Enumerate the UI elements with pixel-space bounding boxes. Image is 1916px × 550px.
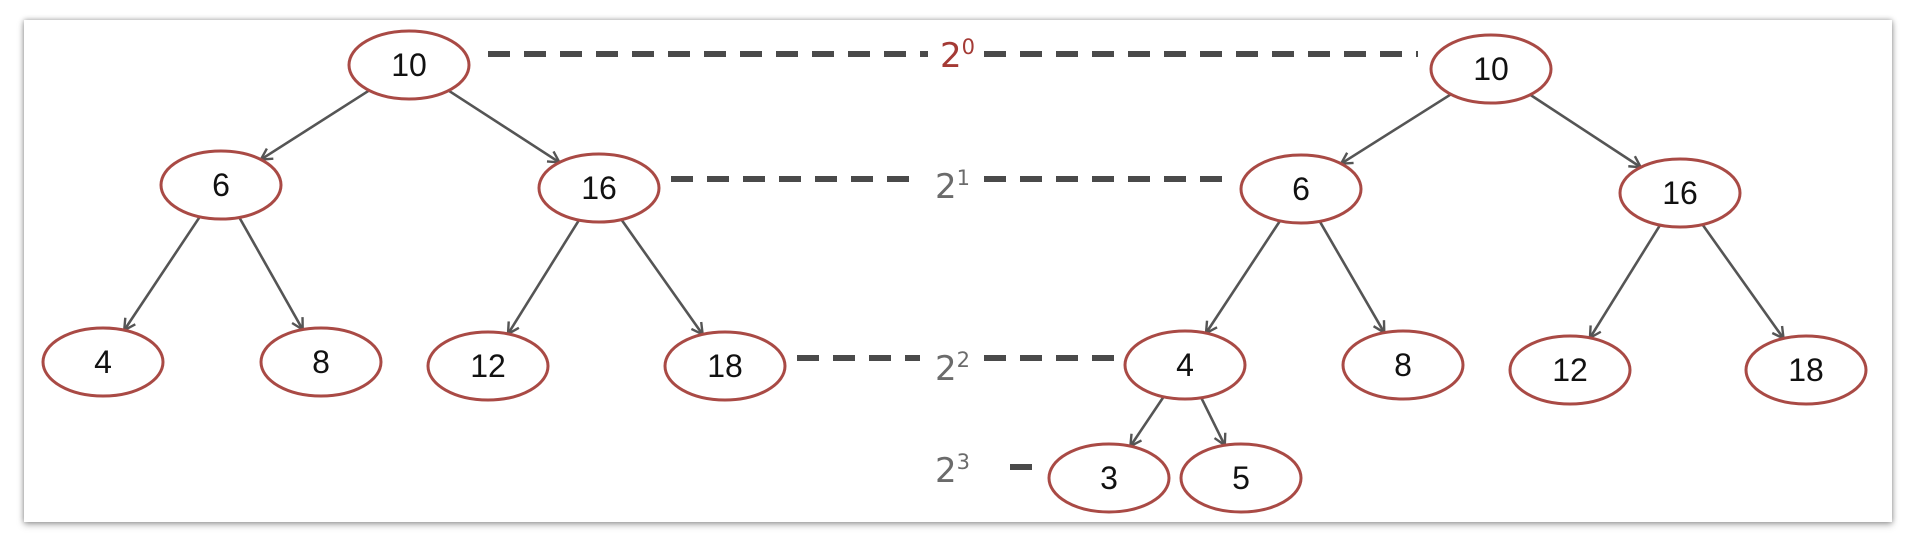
tree-edges — [122, 89, 1786, 449]
level-label-3: 23 — [935, 450, 970, 491]
tree-node-a16: 16 — [537, 152, 661, 224]
edge-a6-a4 — [122, 216, 201, 333]
node-value: 18 — [707, 348, 743, 384]
tree-node-a18: 18 — [663, 330, 787, 402]
level-exponent: 2 — [957, 348, 970, 372]
node-ellipse — [259, 326, 383, 398]
node-value: 12 — [1552, 352, 1588, 388]
node-ellipse — [426, 330, 550, 402]
node-ellipse — [1047, 442, 1171, 514]
level-label-0: 20 — [940, 35, 975, 76]
node-ellipse — [1508, 334, 1632, 406]
level-base: 2 — [940, 36, 962, 76]
tree-node-a10: 10 — [347, 29, 471, 101]
node-value: 10 — [1473, 51, 1509, 87]
node-ellipse — [1239, 153, 1363, 225]
level-exponent: 3 — [957, 450, 970, 474]
node-value: 8 — [1394, 347, 1412, 383]
node-value: 3 — [1100, 460, 1118, 496]
node-value: 16 — [1662, 175, 1698, 211]
edge-a10-a16 — [447, 89, 562, 164]
tree-node-b3: 3 — [1047, 442, 1171, 514]
node-value: 5 — [1232, 460, 1250, 496]
node-ellipse — [347, 29, 471, 101]
tree-node-b10: 10 — [1429, 33, 1553, 105]
node-value: 4 — [1176, 347, 1194, 383]
tree-node-b4: 4 — [1123, 329, 1247, 401]
node-ellipse — [1179, 442, 1303, 514]
node-ellipse — [1123, 329, 1247, 401]
edge-b16-b18 — [1701, 223, 1786, 341]
tree-node-a12: 12 — [426, 330, 550, 402]
edge-b6-b8 — [1318, 220, 1386, 335]
tree-node-b12: 12 — [1508, 334, 1632, 406]
edge-b6-b4 — [1204, 220, 1282, 336]
tree-node-a6: 6 — [159, 149, 283, 221]
edge-b16-b12 — [1588, 224, 1662, 341]
node-value: 6 — [1292, 171, 1310, 207]
edge-b10-b6 — [1338, 93, 1452, 166]
node-ellipse — [1429, 33, 1553, 105]
edge-a10-a6 — [258, 89, 370, 161]
tree-node-a8: 8 — [259, 326, 383, 398]
node-ellipse — [537, 152, 661, 224]
node-ellipse — [41, 326, 165, 398]
diagram-card — [24, 20, 1892, 522]
level-exponent: 0 — [962, 35, 975, 59]
level-base: 2 — [935, 451, 957, 491]
tree-node-b6: 6 — [1239, 153, 1363, 225]
edge-b4-b5 — [1200, 397, 1227, 448]
node-value: 6 — [212, 167, 230, 203]
node-value: 8 — [312, 344, 330, 380]
tree-node-b18: 18 — [1744, 334, 1868, 406]
level-dashes — [488, 51, 1418, 470]
level-label-1: 21 — [935, 166, 970, 207]
node-value: 16 — [581, 170, 617, 206]
level-base: 2 — [935, 167, 957, 207]
node-ellipse — [663, 330, 787, 402]
node-ellipse — [1618, 157, 1742, 229]
node-ellipse — [1744, 334, 1868, 406]
edge-a16-a12 — [506, 219, 581, 337]
edge-a16-a18 — [620, 218, 705, 337]
node-ellipse — [159, 149, 283, 221]
tree-node-a4: 4 — [41, 326, 165, 398]
node-value: 18 — [1788, 352, 1824, 388]
node-ellipse — [1341, 329, 1465, 401]
node-value: 12 — [470, 348, 506, 384]
level-base: 2 — [935, 349, 957, 389]
level-label-2: 22 — [935, 348, 970, 389]
tree-node-b16: 16 — [1618, 157, 1742, 229]
tree-node-b5: 5 — [1179, 442, 1303, 514]
node-value: 4 — [94, 344, 112, 380]
level-exponent: 1 — [957, 166, 970, 190]
tree-node-b8: 8 — [1341, 329, 1465, 401]
edge-b10-b16 — [1529, 93, 1643, 169]
node-value: 10 — [391, 47, 427, 83]
edge-a6-a8 — [238, 216, 304, 332]
edge-b4-b3 — [1128, 396, 1165, 449]
